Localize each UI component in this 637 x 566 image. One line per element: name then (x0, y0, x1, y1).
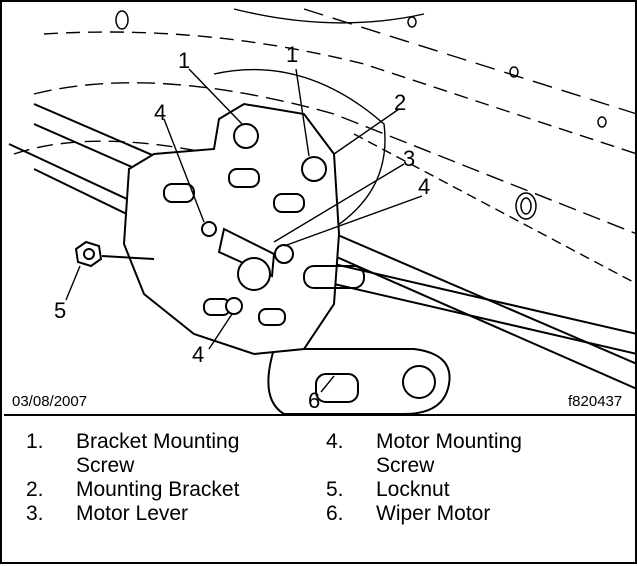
legend-text: Bracket Mounting (76, 430, 240, 453)
legend-text: Wiper Motor (376, 502, 491, 525)
legend-number: 5. (326, 478, 344, 501)
mounting-bracket (122, 102, 341, 356)
legend-item-6: 6. Wiper Motor (326, 502, 616, 526)
legend-number: 6. (326, 502, 344, 525)
panel-holes (115, 10, 607, 220)
figure-id: f820437 (568, 393, 623, 410)
motor-lever (217, 227, 365, 291)
callout-5: 5 (54, 298, 67, 323)
legend-item-4: 4. Motor Mounting Screw (326, 430, 616, 478)
callout-6: 6 (308, 388, 321, 413)
callout-4b: 4 (418, 174, 431, 199)
callout-3: 3 (403, 146, 416, 171)
locknut (74, 240, 155, 268)
wiper-motor-illustration (8, 8, 637, 414)
callout-4a: 4 (154, 100, 167, 125)
legend-text: Motor Mounting (376, 430, 522, 453)
legend-number: 2. (26, 478, 44, 501)
legend-text: Motor Lever (76, 502, 189, 525)
legend-number: 1. (26, 430, 44, 453)
illustration-panel: 1 1 2 3 4 4 4 5 6 03/08/2007 f820437 (4, 4, 637, 416)
callout-4c: 4 (192, 342, 205, 367)
legend-text: Locknut (376, 478, 450, 501)
wiper-motor-body (267, 348, 451, 414)
legend-item-2: 2. Mounting Bracket (26, 478, 316, 502)
leader-lines (65, 68, 423, 393)
callout-1b: 1 (286, 42, 299, 67)
legend-number: 3. (26, 502, 44, 525)
legend-text: Mounting Bracket (76, 478, 240, 501)
legend: 1. Bracket Mounting Screw 2. Mounting Br… (2, 424, 637, 566)
date-stamp: 03/08/2007 (12, 393, 88, 410)
callout-1a: 1 (178, 48, 191, 73)
legend-item-1: 1. Bracket Mounting Screw (26, 430, 316, 478)
legend-number: 4. (326, 430, 344, 453)
legend-text-cont: Screw (376, 454, 435, 477)
callout-2: 2 (394, 90, 407, 115)
legend-text-cont: Screw (76, 454, 135, 477)
legend-item-5: 5. Locknut (326, 478, 616, 502)
legend-item-3: 3. Motor Lever (26, 502, 316, 526)
